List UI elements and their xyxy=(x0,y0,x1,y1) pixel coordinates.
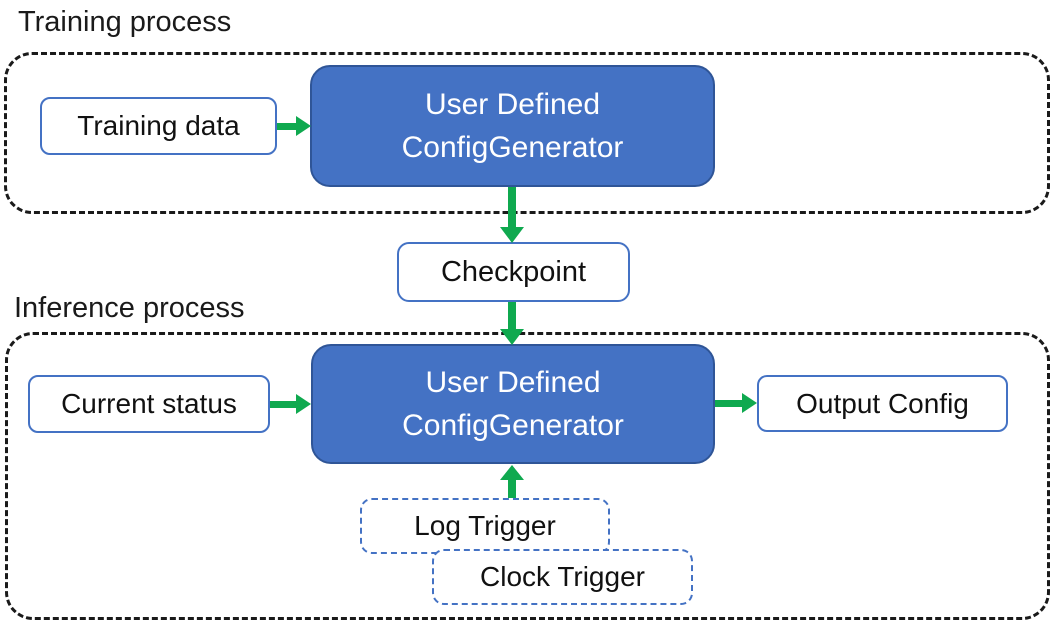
arrow-head xyxy=(296,116,311,136)
arrow-current-status-to-generator-icon xyxy=(270,394,311,414)
arrow-head xyxy=(500,329,524,345)
arrow-shaft xyxy=(277,122,296,130)
checkpoint-label: Checkpoint xyxy=(440,255,587,288)
output-config-box: Output Config xyxy=(757,375,1008,432)
inference-generator-box: User Defined ConfigGenerator xyxy=(311,344,715,464)
inference-process-frame xyxy=(5,332,1050,620)
training-data-box: Training data xyxy=(40,97,277,155)
training-process-frame xyxy=(4,52,1050,214)
arrow-shaft xyxy=(270,400,296,408)
arrow-head xyxy=(500,465,524,480)
inference-generator-line2: ConfigGenerator xyxy=(402,409,624,442)
arrow-generator-to-checkpoint-icon xyxy=(500,187,524,243)
training-data-label: Training data xyxy=(77,110,240,141)
arrow-triggers-to-generator-icon xyxy=(500,465,524,498)
log-trigger-box: Log Trigger xyxy=(360,498,610,554)
arrow-shaft xyxy=(508,302,516,329)
arrow-training-data-to-generator-icon xyxy=(277,116,311,136)
checkpoint-box: Checkpoint xyxy=(397,242,630,302)
training-generator-line2: ConfigGenerator xyxy=(401,131,624,164)
arrow-generator-to-output-icon xyxy=(715,393,757,413)
current-status-label: Current status xyxy=(61,388,237,419)
arrow-shaft xyxy=(715,399,742,407)
output-config-label: Output Config xyxy=(796,387,969,419)
training-generator-line1: User Defined xyxy=(424,88,601,121)
arrow-head xyxy=(742,393,757,413)
clock-trigger-label: Clock Trigger xyxy=(480,561,645,592)
inference-generator-line1: User Defined xyxy=(425,366,601,399)
inference-process-label: Inference process xyxy=(14,292,245,324)
arrow-shaft xyxy=(508,187,516,227)
arrow-shaft xyxy=(508,480,516,498)
log-trigger-label: Log Trigger xyxy=(414,510,556,541)
arrow-head xyxy=(296,394,311,414)
current-status-box: Current status xyxy=(28,375,270,433)
arrow-head xyxy=(500,227,524,243)
clock-trigger-box: Clock Trigger xyxy=(432,549,693,605)
training-generator-box: User Defined ConfigGenerator xyxy=(310,65,715,187)
arrow-checkpoint-to-generator-icon xyxy=(500,302,524,345)
training-process-label: Training process xyxy=(18,6,232,38)
